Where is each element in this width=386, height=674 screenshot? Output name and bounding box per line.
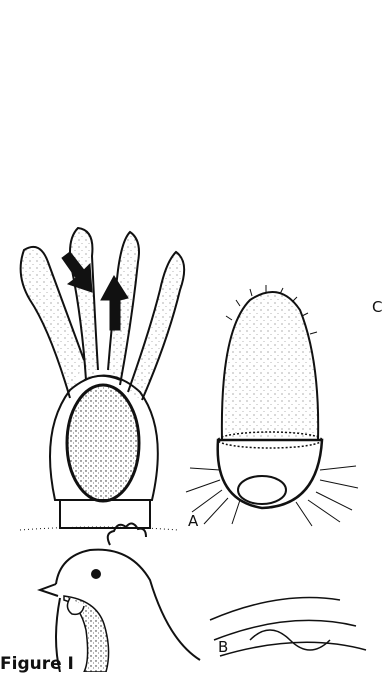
label-b: B: [218, 640, 228, 655]
rooster-tail: [210, 598, 366, 657]
figure-caption: Figure I: [0, 656, 74, 673]
rooster-intestine: [250, 630, 330, 650]
organism-b-rooster: [40, 523, 366, 672]
ciliate-lower-bulb: [218, 440, 322, 508]
rooster-eye: [92, 570, 100, 578]
organism-a-polyp: [21, 228, 185, 528]
label-c: C: [372, 300, 382, 315]
rooster-beak: [40, 584, 58, 596]
label-a: A: [188, 514, 198, 529]
ciliate-upper-body: [222, 292, 318, 440]
polyp-gut-cavity: [67, 385, 139, 501]
organism-c-ciliate: [186, 285, 358, 526]
